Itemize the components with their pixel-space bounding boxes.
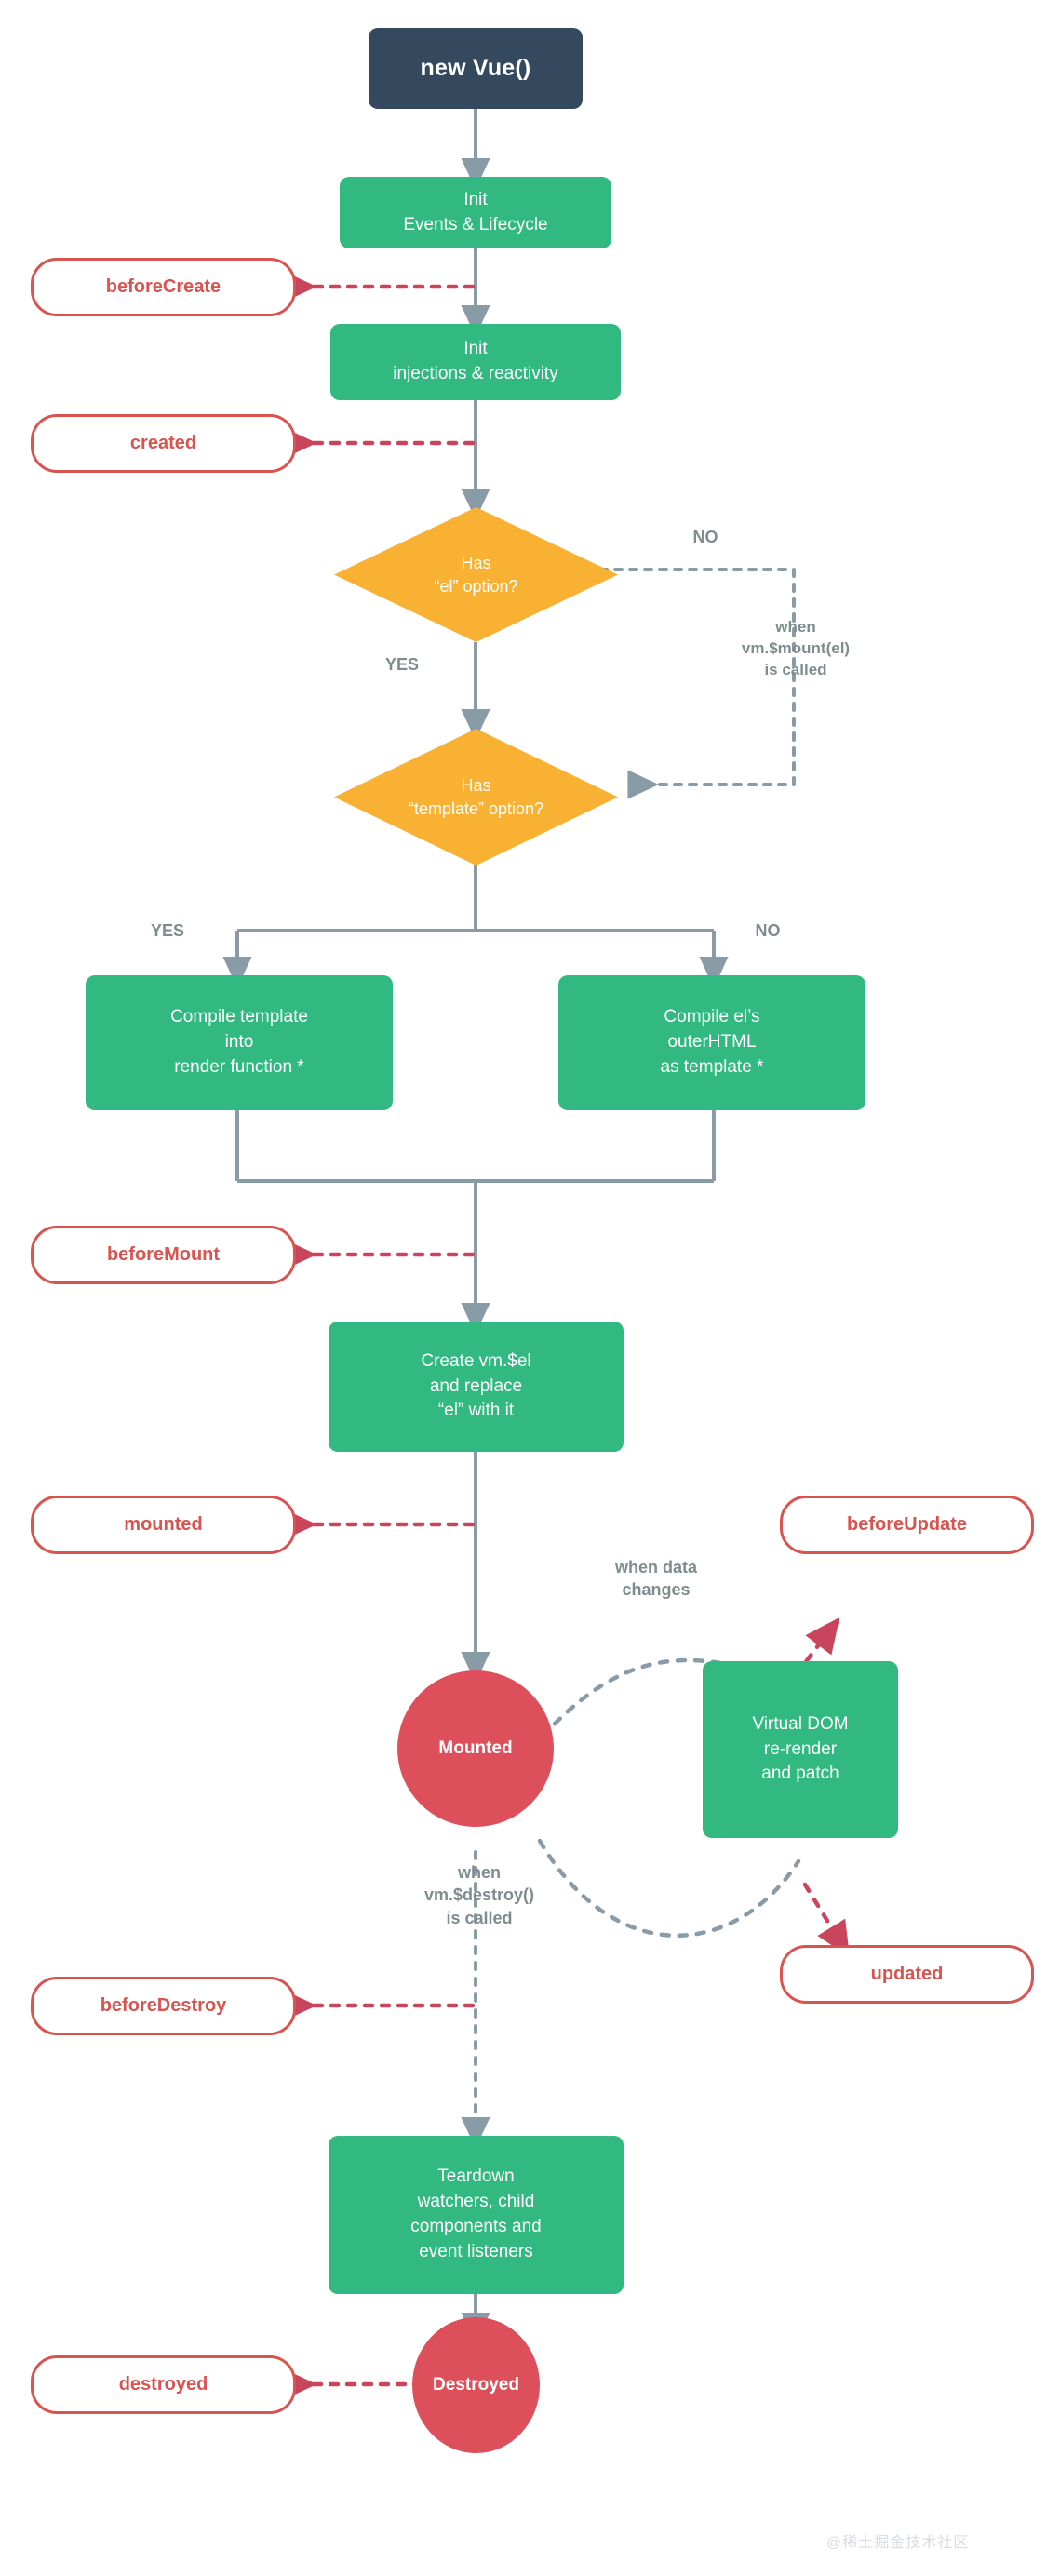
node-create-vm-el-label: Create vm.$el and replace “el” with it	[421, 1350, 531, 1421]
node-init-events[interactable]: Init Events & Lifecycle	[340, 177, 611, 248]
hook-beforemount[interactable]: beforeMount	[31, 1226, 296, 1284]
hook-mounted-label: mounted	[124, 1514, 203, 1535]
hook-beforeupdate-label: beforeUpdate	[847, 1514, 967, 1535]
node-virtual-dom[interactable]: Virtual DOM re-render and patch	[703, 1661, 898, 1838]
node-new-vue-label: new Vue()	[420, 55, 531, 81]
node-mounted-state-label: Mounted	[438, 1738, 513, 1758]
node-has-el-option[interactable]: Has “el” option?	[334, 507, 618, 642]
hook-updated[interactable]: updated	[780, 1945, 1034, 2004]
hook-destroyed-label: destroyed	[118, 2374, 208, 2395]
hook-beforedestroy[interactable]: beforeDestroy	[31, 1977, 296, 2035]
node-init-injections-label: Init injections & reactivity	[393, 339, 558, 383]
hook-mounted[interactable]: mounted	[31, 1496, 296, 1554]
edge-label-template-yes: YES	[150, 921, 185, 940]
edge-label-el-no: NO	[692, 528, 718, 546]
hook-created-label: created	[129, 433, 197, 453]
hook-updated-label: updated	[870, 1964, 944, 1984]
hook-beforecreate[interactable]: beforeCreate	[31, 258, 296, 316]
node-teardown-label: Teardown watchers, child components and …	[410, 2167, 542, 2261]
hook-beforedestroy-label: beforeDestroy	[100, 1995, 227, 2016]
node-teardown[interactable]: Teardown watchers, child components and …	[329, 2136, 624, 2294]
node-has-el-option-label: Has “el” option?	[434, 554, 518, 596]
hook-beforeupdate[interactable]: beforeUpdate	[780, 1496, 1034, 1554]
node-create-vm-el[interactable]: Create vm.$el and replace “el” with it	[329, 1322, 624, 1452]
node-virtual-dom-label: Virtual DOM re-render and patch	[752, 1713, 849, 1784]
edge-label-when-destroy-called: when vm.$destroy() is called	[423, 1863, 535, 1927]
node-init-events-label: Init Events & Lifecycle	[403, 189, 548, 235]
node-destroyed-state-label: Destroyed	[433, 2375, 519, 2395]
node-compile-template[interactable]: Compile template into render function *	[86, 975, 393, 1110]
edge-label-el-yes: YES	[384, 655, 420, 674]
node-has-template-option-label: Has “template” option?	[408, 776, 544, 818]
hook-created[interactable]: created	[31, 414, 296, 473]
hook-destroyed[interactable]: destroyed	[31, 2355, 296, 2414]
edge-label-mount-called: when vm.$mount(el) is called	[741, 618, 851, 678]
node-has-template-option[interactable]: Has “template” option?	[334, 729, 618, 865]
edge-label-template-no: NO	[755, 921, 781, 940]
hook-beforemount-label: beforeMount	[106, 1244, 221, 1265]
hook-beforecreate-label: beforeCreate	[105, 276, 221, 297]
node-compile-template-label: Compile template into render function *	[170, 1007, 308, 1077]
node-mounted-state[interactable]: Mounted	[397, 1670, 554, 1827]
watermark: @稀土掘金技术社区	[826, 2535, 970, 2551]
node-destroyed-state[interactable]: Destroyed	[412, 2317, 540, 2453]
node-compile-outerhtml[interactable]: Compile el’s outerHTML as template *	[558, 975, 865, 1110]
node-new-vue[interactable]: new Vue()	[369, 28, 583, 109]
node-init-injections[interactable]: Init injections & reactivity	[330, 324, 621, 400]
edge-label-when-data-changes: when data changes	[614, 1558, 697, 1600]
node-compile-outerhtml-label: Compile el’s outerHTML as template *	[660, 1007, 764, 1077]
